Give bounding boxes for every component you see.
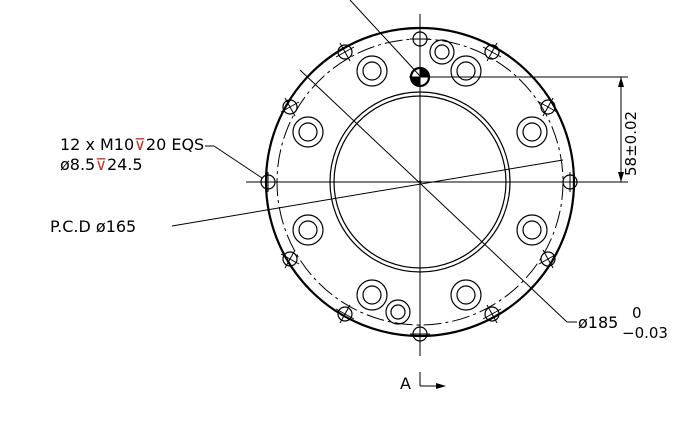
- bolt-hole-3: [538, 97, 558, 117]
- bolt-hole-9: [280, 249, 300, 269]
- section-a-label: A: [400, 374, 411, 393]
- bolt-hole-11: [280, 97, 300, 117]
- counterbore-hole-3: [450, 55, 482, 87]
- thread-callout-line2: ø8.5⊽24.5: [60, 155, 143, 174]
- diameter-lower-tolerance: −0.03: [622, 324, 668, 342]
- counterbore-hole-7: [356, 279, 388, 311]
- pcd-leader-line: [171, 159, 564, 227]
- diameter-leader-line: [299, 69, 568, 323]
- section-arrow-head: [436, 383, 446, 389]
- thread-leader-line: [213, 145, 263, 179]
- bolt-hole-1: [410, 29, 430, 49]
- bolt-hole-4: [560, 172, 580, 192]
- counterbore-hole-10: [292, 116, 324, 148]
- bolt-hole-7: [410, 324, 430, 344]
- thread-callout-line1: 12 x M10⊽20 EQS: [60, 135, 204, 154]
- counterbore-hole-9: [292, 214, 324, 246]
- bolt-hole-2: [482, 42, 502, 62]
- bolt-hole-5: [538, 249, 558, 269]
- counterbore-hole-1: [356, 55, 388, 87]
- bolt-hole-12: [335, 42, 355, 62]
- bolt-hole-8: [335, 304, 355, 324]
- dim-arrow-bottom: [618, 172, 624, 182]
- dim-arrow-top: [618, 77, 624, 87]
- bolt-hole-6: [482, 304, 502, 324]
- counterbore-hole-4: [516, 116, 548, 148]
- reference-dowel-hole: [409, 66, 431, 88]
- counterbore-hole-2: [429, 39, 455, 65]
- top-leader-line: [349, 0, 421, 77]
- bolt-hole-10: [258, 172, 278, 192]
- pcd-label: P.C.D ø165: [50, 217, 136, 236]
- dimension-58-label: 58±0.02: [622, 111, 640, 176]
- counterbore-hole-6: [450, 279, 482, 311]
- diameter-185-label: ø185: [578, 313, 618, 332]
- counterbore-hole-8: [385, 299, 411, 325]
- counterbore-hole-5: [516, 214, 548, 246]
- diameter-upper-tolerance: 0: [632, 304, 642, 322]
